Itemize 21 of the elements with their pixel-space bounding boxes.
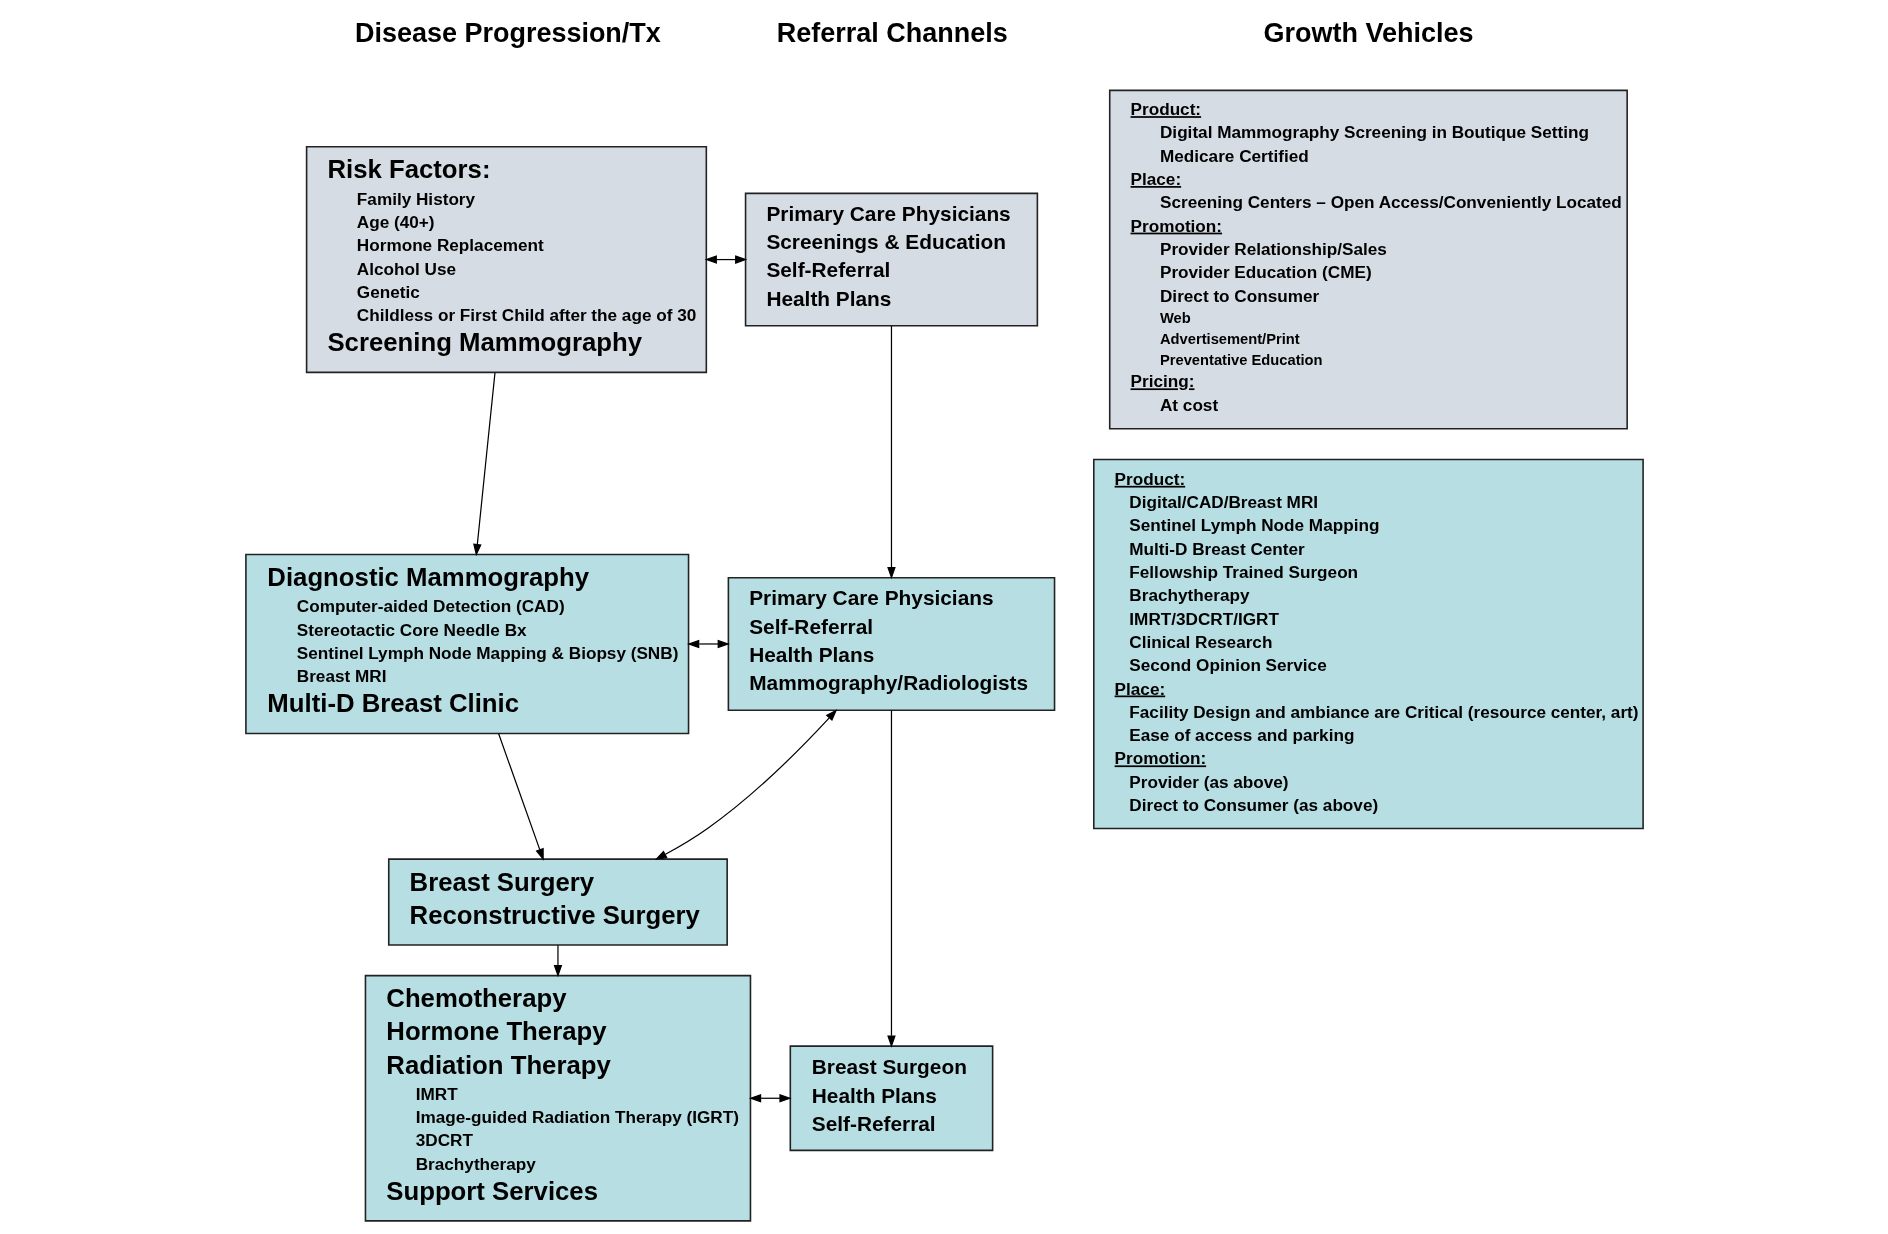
arrow bbox=[472, 372, 496, 557]
node-box: Primary Care Physicians Self-Referral Health Plans Mammography/Radiologists bbox=[727, 576, 1055, 711]
node-box: Breast Surgeon Health Plans Self-Referral bbox=[789, 1045, 993, 1152]
arrow bbox=[686, 639, 730, 649]
arrow bbox=[886, 325, 896, 580]
arrow bbox=[748, 1093, 792, 1103]
arrow bbox=[704, 255, 747, 264]
node-box: Product: Digital/CAD/Breast MRI Sentinel Lymph Node Mapping Multi-D Breast Center Fellowship Trained Surgeon Brachytherapy IMRT/3DCRT/IGRT Clinical Research Second Opinion Service Place: Facility Design and ambiance are Critical (resource center, art) Ease of access and parking Promotion: Provider (as above) Direct to Consumer (as above) bbox=[1092, 458, 1644, 830]
node-box: Primary Care Physicians Screenings & Education Self-Referral Health Plans bbox=[744, 192, 1038, 327]
node-box: Risk Factors: Family History Age (40+) Hormone Replacement Alcohol Use Genetic Childless or First Child after the age of 30 Screening Mammography bbox=[305, 145, 707, 374]
label: Disease Progression/Tx bbox=[354, 18, 661, 49]
arrow bbox=[553, 944, 562, 978]
arrow bbox=[497, 732, 544, 861]
node-box: Diagnostic Mammography Computer-aided Detection (CAD) Stereotactic Core Needle Bx Sentinel Lymph Node Mapping & Biopsy (SNB) Breast MRI Multi-D Breast Clinic bbox=[244, 553, 689, 735]
node-box: Product: Digital Mammography Screening in Boutique Setting Medicare Certified Place: Screening Centers – Open Access/Conveniently Located Promotion: Provider Relationship/Sales Provider Education (CME) Direct to Consumer Web Advertisement/Print Preventative Education Pricing: At cost bbox=[1108, 89, 1628, 430]
label: Growth Vehicles bbox=[1263, 18, 1473, 49]
node-box: Chemotherapy Hormone Therapy Radiation Therapy IMRT Image-guided Radiation Therapy (IGRT) 3DCRT Brachytherapy Support Services bbox=[364, 974, 751, 1222]
node-box: Breast Surgery Reconstructive Surgery bbox=[387, 858, 728, 946]
arrow bbox=[654, 709, 837, 860]
arrow bbox=[886, 709, 896, 1048]
label: Referral Channels bbox=[776, 18, 1008, 49]
